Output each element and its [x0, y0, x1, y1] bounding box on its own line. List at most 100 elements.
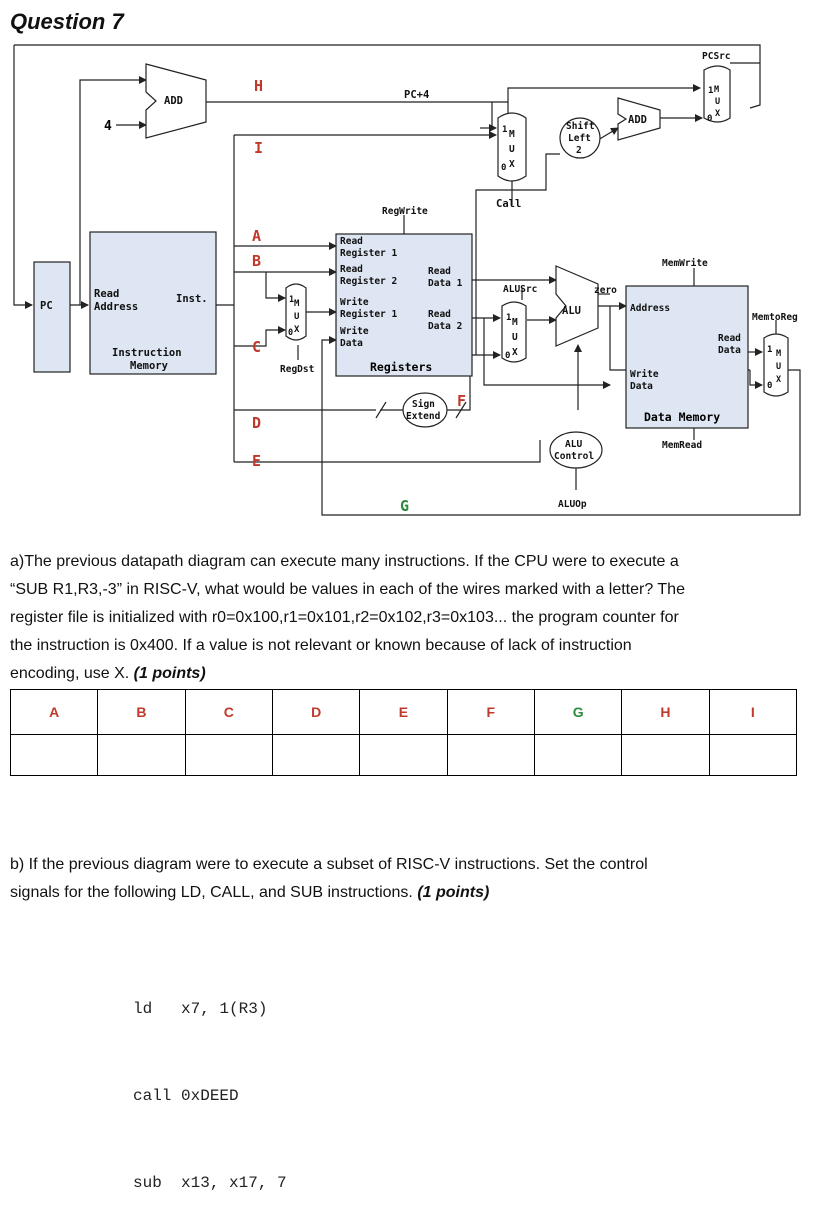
rd2-label-1: Read: [428, 309, 451, 320]
header-cell-c: C: [184, 689, 273, 735]
inst-read-label: Read: [94, 288, 119, 300]
pcsrc-mux-1: 1: [708, 86, 713, 96]
header-cell-f: F: [446, 689, 535, 735]
dm-write-label-1: Write: [630, 369, 659, 380]
answer-cell-i[interactable]: [708, 734, 798, 776]
answer-table-header: A B C D E F G H I: [9, 689, 798, 735]
adder-top: [145, 63, 207, 139]
rr2-label-1: Read: [340, 264, 363, 275]
register-file: [335, 233, 473, 377]
memtoreg-mux-m: M: [776, 349, 781, 359]
datapath-diagram: ADD ADD PC PCSrc 4 PC+4 Shift Left 2 Cal…: [13, 44, 801, 516]
regdst-mux-0: 0: [288, 328, 293, 338]
dm-read-label-1: Read: [718, 333, 741, 344]
answer-cell-c[interactable]: [184, 734, 273, 776]
pc-feedback-top: [14, 44, 761, 63]
part-a-last-line: encoding, use X.: [10, 665, 130, 682]
part-b-line-2-text: signals for the following LD, CALL, and …: [10, 884, 413, 901]
pc-to-add: [79, 76, 147, 305]
wire-letter-g: G: [400, 497, 409, 515]
wd-label-1: Write: [340, 326, 369, 337]
pcsrc-mux-x: X: [715, 109, 720, 119]
alusrc-mux-0: 0: [505, 351, 510, 361]
rr1-label-1: Read: [340, 236, 363, 247]
wire-letter-d: D: [252, 414, 261, 432]
code-line-call: call 0xDEED: [133, 1087, 239, 1105]
alu-control-label-1: ALU: [565, 439, 582, 450]
slash-sign-out: [455, 401, 467, 419]
part-a-line-5: encoding, use X. (1 points): [10, 660, 810, 688]
pc-feedback-left: [13, 45, 33, 309]
pc4-label: PC+4: [404, 89, 429, 101]
part-a-points: (1 points): [133, 665, 206, 682]
header-cell-h: H: [621, 689, 710, 735]
alu-control-label-2: Control: [554, 451, 594, 462]
add-top-label: ADD: [164, 95, 183, 107]
alu: [555, 265, 599, 347]
sign-extend: [402, 392, 448, 428]
shift-to-add: [597, 127, 619, 141]
memtoreg-mux-u: U: [776, 362, 781, 372]
alusrc-mux-u: U: [512, 332, 518, 343]
wire-letter-f: F: [457, 392, 466, 410]
part-b-points: (1 points): [417, 884, 490, 901]
part-a-line-3: register file is initialized with r0=0x1…: [10, 609, 679, 626]
answer-table-row: [9, 734, 798, 776]
pc-label: PC: [40, 300, 53, 312]
answer-cell-e[interactable]: [359, 734, 448, 776]
regdst-mux-x: X: [294, 325, 300, 335]
aluop-label: ALUOp: [558, 499, 587, 510]
rr2-label-2: Register 2: [340, 276, 397, 287]
rd2-label-2: Data 2: [428, 321, 462, 332]
alu-label: ALU: [562, 305, 581, 317]
wire-c: [234, 326, 286, 347]
wire-letter-i: I: [254, 139, 263, 157]
answer-cell-g[interactable]: [533, 734, 623, 776]
wires: [13, 44, 801, 516]
pcsrc-label: PCSrc: [702, 51, 731, 62]
part-a-line-4: the instruction is 0x400. If a value is …: [10, 637, 632, 654]
wire-letter-a: A: [252, 227, 261, 245]
memtoreg-mux: [763, 333, 789, 397]
answer-cell-a[interactable]: [9, 734, 99, 776]
answer-cell-f[interactable]: [446, 734, 535, 776]
rd1-label-1: Read: [428, 266, 451, 277]
regdst-label: RegDst: [280, 364, 314, 375]
data-memory-name: Data Memory: [644, 410, 720, 424]
call-label: Call: [496, 198, 521, 210]
call-mux-0: 0: [501, 163, 506, 173]
se-to-shift: [475, 153, 560, 355]
dm-write-label-2: Data: [630, 381, 653, 392]
call-mux: [497, 112, 527, 182]
answer-cell-h[interactable]: [621, 734, 710, 776]
shift-left-2: [559, 117, 601, 159]
regdst-mux-u: U: [294, 312, 299, 322]
part-b-line-1: b) If the previous diagram were to execu…: [10, 856, 648, 873]
inst-address-label: Address: [94, 301, 138, 313]
rd2-to-writedata: [483, 318, 611, 389]
data-memory: [625, 285, 749, 429]
wire-letter-e: E: [252, 452, 261, 470]
dm-read-label-2: Data: [718, 345, 741, 356]
answer-cell-d[interactable]: [271, 734, 361, 776]
call-mux-u: U: [509, 144, 515, 155]
inst-mem-name-1: Instruction: [112, 347, 182, 359]
call-mux-m: M: [509, 129, 515, 140]
alusrc-label: ALUSrc: [503, 284, 537, 295]
shift-label-1: Shift: [566, 121, 595, 132]
wire-letter-c: C: [252, 338, 261, 356]
alu-control: [549, 431, 603, 469]
part-a-text: a)The previous datapath diagram can exec…: [10, 548, 810, 688]
alusrc-mux-m: M: [512, 317, 518, 328]
memread-label: MemRead: [662, 440, 702, 451]
wr-label-2: Register 1: [340, 309, 397, 320]
answer-cell-b[interactable]: [97, 734, 186, 776]
alusrc-mux-1: 1: [506, 313, 511, 323]
part-a-line-2: “SUB R1,R3,-3” in RISC-V, what would be …: [10, 581, 685, 598]
wire-b-to-regdst: [265, 272, 286, 302]
wire-letter-labels: H I A B C D E F G: [252, 77, 466, 515]
pcsrc-mux-m: M: [714, 85, 719, 95]
blocks: [33, 63, 789, 469]
instruction-memory: [89, 231, 217, 375]
labels: ADD ADD PC PCSrc 4 PC+4 Shift Left 2 Cal…: [40, 51, 798, 510]
